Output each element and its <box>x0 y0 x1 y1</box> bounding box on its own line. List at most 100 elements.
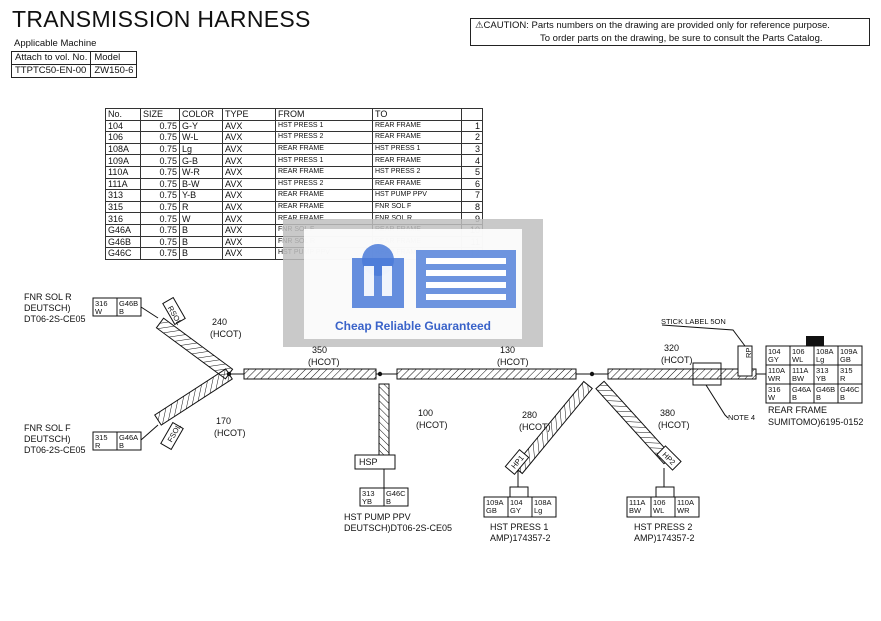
hst-press-2-label: AMP)174357-2 <box>634 533 695 543</box>
hst-press-1-label: AMP)174357-2 <box>490 533 551 543</box>
table-cell: 0.75 <box>140 177 180 191</box>
length-label: 320 <box>664 343 679 353</box>
note-leader <box>705 384 729 419</box>
connector-pin-color: Lg <box>534 506 542 515</box>
rp-tag-text: RP <box>744 348 753 358</box>
model-value: ZW150-6 <box>90 64 138 78</box>
connector-pin-color: B <box>816 393 821 402</box>
connector-pin-wire: 313 <box>816 366 829 375</box>
connector-cell <box>383 487 409 507</box>
watermark-logo-icon <box>352 244 516 308</box>
connector-pin-color: R <box>95 441 101 450</box>
table-cell: HST PRESS 1 <box>275 119 373 133</box>
stick-label-text: STICK LABEL 5ON <box>661 317 726 326</box>
bundle-320 <box>607 368 757 380</box>
connector-pin-wire: 110A <box>677 498 694 507</box>
connector-pin-wire: 316 <box>95 299 108 308</box>
note-label: NOTE 4 <box>728 413 755 422</box>
table-cell: REAR FRAME <box>372 119 462 133</box>
caution-box: ⚠CAUTION: Parts numbers on the drawing a… <box>470 18 870 46</box>
table-cell: B <box>179 223 223 237</box>
caution-line-2: To order parts on the drawing, be sure t… <box>540 33 823 44</box>
connector-pin-color: Lg <box>816 355 824 364</box>
connector-pin-wire: 315 <box>840 366 853 375</box>
table-cell: REAR FRAME <box>372 131 462 144</box>
hp1-tag <box>504 449 530 475</box>
connector-pin-wire: 106 <box>653 498 666 507</box>
connector-pin-wire: 315 <box>95 433 108 442</box>
connector-pin-wire: 109A <box>840 347 858 356</box>
connector-pin-wire: 316 <box>768 385 781 394</box>
length-label: 100 <box>418 408 433 418</box>
lead-line <box>140 306 159 319</box>
length-label: 380 <box>660 408 675 418</box>
table-cell: REAR FRAME <box>275 200 373 214</box>
connector-pin-wire: 104 <box>768 347 781 356</box>
connector-pin-color: WL <box>792 355 803 364</box>
rsol-tag <box>162 296 186 326</box>
table-cell: 2 <box>461 131 483 144</box>
connector-pin-color: R <box>840 374 846 383</box>
connector-cell <box>674 496 700 518</box>
table-cell: 111A <box>105 177 141 191</box>
table-cell: 5 <box>461 165 483 179</box>
connector-pin-wire: G46C <box>386 489 406 498</box>
table-cell: AVX <box>222 131 276 144</box>
connector-pin-color: B <box>119 307 124 316</box>
hsp-tag <box>354 454 396 470</box>
applicable-machine-table: Attach to vol. No. Model TTPTC50-EN-00 Z… <box>10 51 138 78</box>
connector-pin-color: WR <box>768 374 781 383</box>
hcot-label: (HCOT) <box>519 422 551 432</box>
bundle-350 <box>243 368 377 380</box>
hcot-label: (HCOT) <box>658 420 690 430</box>
length-label: 280 <box>522 410 537 420</box>
connector-pin-wire: G46C <box>840 385 860 394</box>
stick-label-box <box>692 362 722 386</box>
table-cell: AVX <box>222 235 276 249</box>
hcot-label: (HCOT) <box>661 355 693 365</box>
watermark-text: Cheap Reliable Guaranteed <box>334 319 492 333</box>
table-cell: 7 <box>461 189 483 202</box>
hst-pump-label: DEUTSCH)DT06-2S-CE05 <box>344 523 452 533</box>
connector-pin-wire: G46A <box>792 385 811 394</box>
hp2-tag <box>656 445 682 471</box>
table-cell: 6 <box>461 177 483 191</box>
fnr-sol-f-label: FNR SOL F <box>24 423 71 433</box>
length-label: 350 <box>312 345 327 355</box>
hcot-label: (HCOT) <box>497 357 529 367</box>
connector-pin-color: B <box>792 393 797 402</box>
hp2-latch <box>655 486 675 498</box>
hp1-latch <box>509 486 529 498</box>
hst-press-1-label: HST PRESS 1 <box>490 522 548 532</box>
connector-pin-wire: 104 <box>510 498 523 507</box>
length-label: 240 <box>212 317 227 327</box>
stick-label-leader <box>661 324 746 347</box>
connector-pin-color: GY <box>510 506 521 515</box>
connector-pin-color: YB <box>362 497 372 506</box>
connector-pin-wire: G46B <box>816 385 835 394</box>
connector-pin-wire: 108A <box>534 498 552 507</box>
caution-icon: ⚠ <box>475 20 484 31</box>
table-cell: B <box>179 247 223 260</box>
table-cell: REAR FRAME <box>372 177 462 191</box>
fnr-sol-r-label: DEUTSCH) <box>24 303 71 313</box>
connector-pin-color: WR <box>677 506 690 515</box>
connector-pin-color: BW <box>792 374 805 383</box>
bundle-130 <box>396 368 577 380</box>
rear-frame-label: REAR FRAME <box>768 405 827 415</box>
table-cell: REAR FRAME <box>275 165 373 179</box>
connector-cell <box>531 496 557 518</box>
table-cell: 106 <box>105 131 141 144</box>
connector-pin-wire: 106 <box>792 347 805 356</box>
connector-pin-wire: 313 <box>362 489 375 498</box>
table-cell: 3 <box>461 142 483 156</box>
fnr-sol-r-label: DT06-2S-CE05 <box>24 314 86 324</box>
table-cell: HST PRESS 2 <box>275 177 373 191</box>
connector-pin-color: B <box>119 441 124 450</box>
table-cell: 0.75 <box>140 142 180 156</box>
